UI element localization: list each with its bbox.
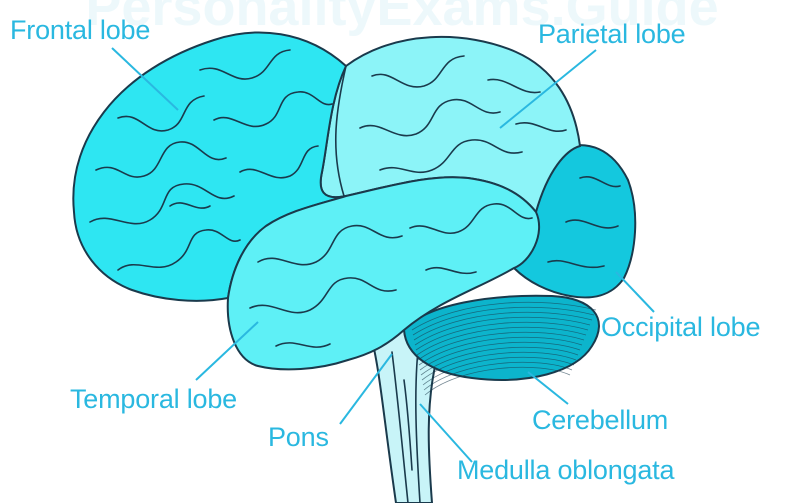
occipital-lobe-label: Occipital lobe [601,311,760,343]
cerebellum-leader [528,372,568,404]
temporal-lobe-label: Temporal lobe [70,383,237,415]
parietal-lobe-label: Parietal lobe [538,18,686,50]
medulla-oblongata-label: Medulla oblongata [457,454,674,486]
occipital-lobe-leader [616,272,654,312]
frontal-lobe-label: Frontal lobe [10,14,150,46]
cerebellum-label: Cerebellum [532,404,668,436]
pons-label: Pons [268,421,329,453]
